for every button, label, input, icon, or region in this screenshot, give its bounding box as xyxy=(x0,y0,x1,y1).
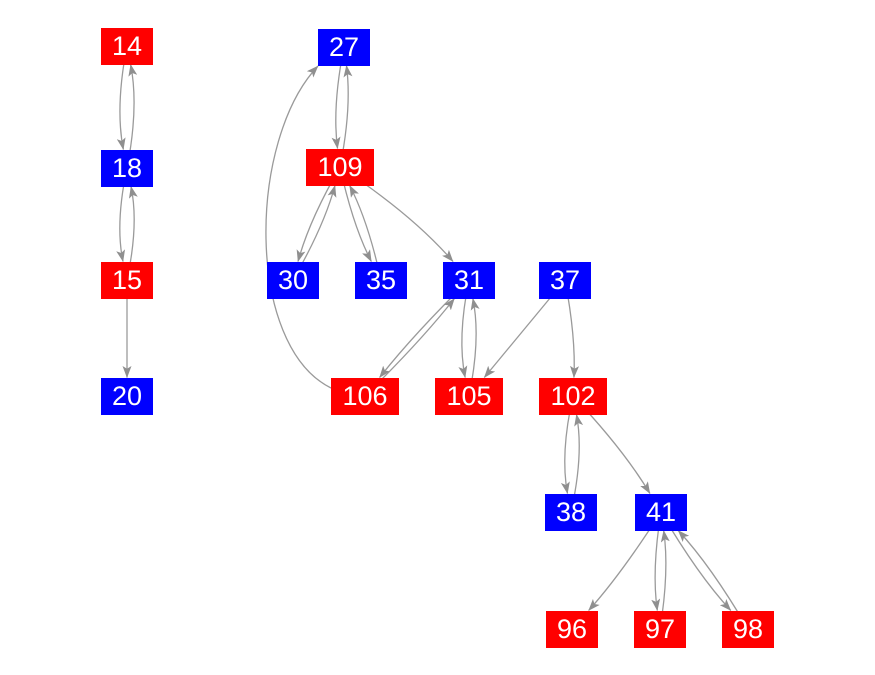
graph-node-96[interactable]: 96 xyxy=(546,610,598,648)
graph-node-35[interactable]: 35 xyxy=(355,261,407,299)
graph-node-37[interactable]: 37 xyxy=(539,261,591,299)
graph-node-14[interactable]: 14 xyxy=(101,27,153,65)
graph-node-38[interactable]: 38 xyxy=(545,493,597,531)
graph-node-31[interactable]: 31 xyxy=(443,261,495,299)
graph-node-30[interactable]: 30 xyxy=(267,261,319,299)
graph-node-98[interactable]: 98 xyxy=(722,610,774,648)
graph-node-106[interactable]: 106 xyxy=(331,377,399,415)
graph-node-105[interactable]: 105 xyxy=(435,377,503,415)
graph-node-97[interactable]: 97 xyxy=(634,610,686,648)
graph-node-41[interactable]: 41 xyxy=(635,493,687,531)
graph-node-20[interactable]: 20 xyxy=(101,377,153,415)
graph-node-102[interactable]: 102 xyxy=(539,377,607,415)
graph-node-27[interactable]: 27 xyxy=(318,28,370,66)
graph-node-109[interactable]: 109 xyxy=(306,148,374,186)
graph-node-18[interactable]: 18 xyxy=(101,149,153,187)
edge-106-27 xyxy=(265,65,332,389)
graph-node-15[interactable]: 15 xyxy=(101,261,153,299)
